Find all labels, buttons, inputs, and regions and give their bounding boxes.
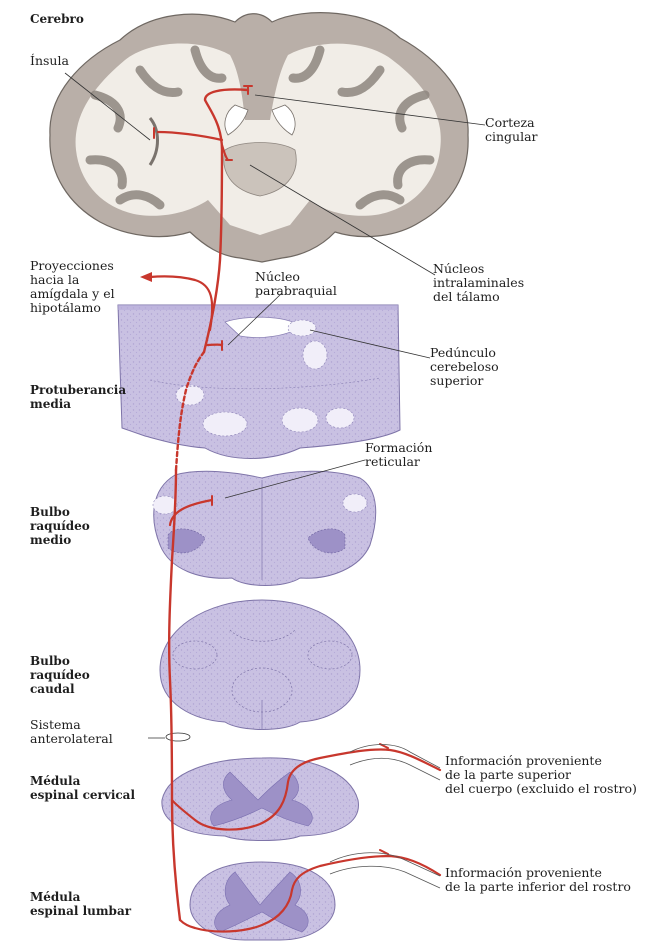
label-protuberancia-media: Protuberancia media [30, 383, 126, 411]
label-proyecciones: Proyecciones hacia la amígdala y el hipo… [30, 259, 115, 315]
label-nucleo-parabraquial: Núcleo parabraquial [255, 270, 337, 298]
label-nucleos-intralaminales: Núcleos intralaminales del tálamo [433, 262, 524, 304]
lumbar-cord-outline [190, 862, 335, 940]
brain-coronal-section [50, 13, 468, 262]
label-corteza-cingular: Corteza cingular [485, 116, 538, 144]
label-bulbo-raquideo-caudal: Bulbo raquídeo caudal [30, 654, 90, 696]
caudal-medulla-section [160, 600, 360, 730]
label-info-superior: Información proveniente de la parte supe… [445, 754, 637, 796]
anterolateral-marker [166, 733, 190, 741]
mid-medulla-section [153, 471, 376, 585]
label-medula-cervical: Médula espinal cervical [30, 774, 135, 802]
arrowhead-amygdala [140, 272, 152, 282]
mid-medulla-outline [154, 471, 376, 585]
label-info-inferior: Información proveniente de la parte infe… [445, 866, 631, 894]
label-formacion-reticular: Formación reticular [365, 441, 432, 469]
label-sistema-anterolateral: Sistema anterolateral [30, 718, 113, 746]
label-pedunculo-cerebeloso: Pedúnculo cerebeloso superior [430, 346, 499, 388]
lumbar-root-outline [330, 853, 440, 888]
cervical-cord-section [162, 758, 359, 841]
pons-section [118, 305, 400, 459]
label-bulbo-raquideo-medio: Bulbo raquídeo medio [30, 505, 90, 547]
lumbar-cord-section [190, 862, 335, 940]
label-insula: Ínsula [30, 54, 69, 68]
label-medula-lumbar: Médula espinal lumbar [30, 890, 131, 918]
label-cerebro: Cerebro [30, 12, 84, 26]
caudal-medulla-outline [160, 600, 360, 730]
